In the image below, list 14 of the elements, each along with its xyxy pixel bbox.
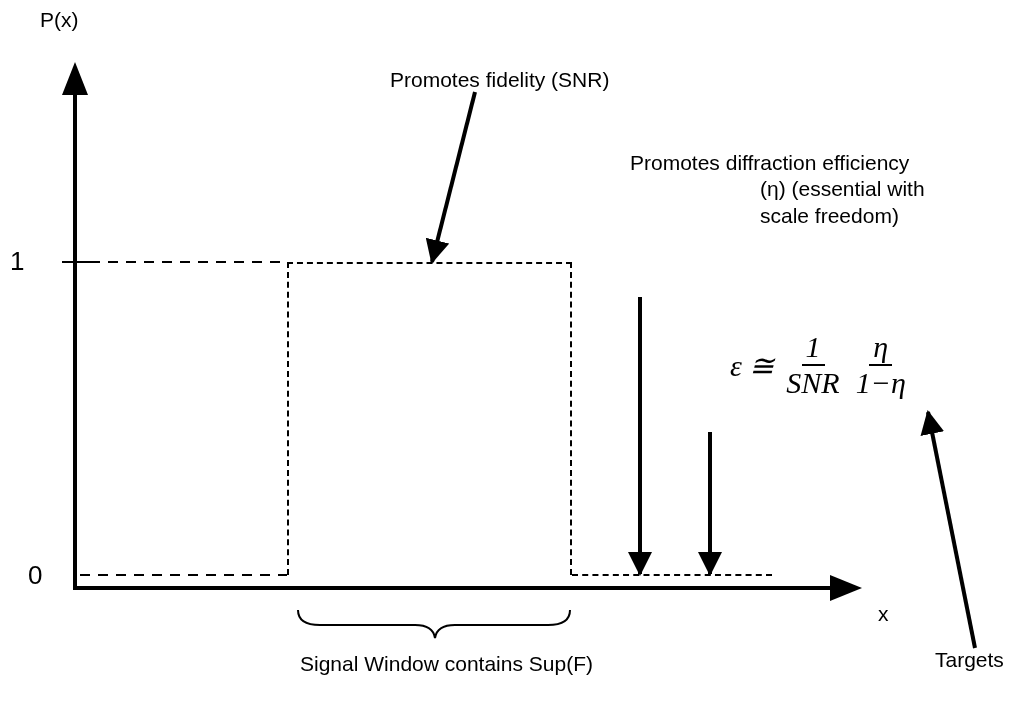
dashed-line — [572, 574, 772, 576]
axis-label: x — [878, 602, 889, 626]
signal-window — [287, 262, 572, 575]
axis-label: P(x) — [40, 8, 79, 32]
annotation-text: Promotes diffraction efficiency (η) (essential with scale freedom) — [630, 150, 930, 229]
tick-label: 1 — [10, 246, 25, 277]
tick-label: 0 — [28, 560, 43, 591]
annotation-text: Targets — [935, 648, 1004, 672]
annotation-text: Promotes fidelity (SNR) — [390, 68, 610, 92]
arrow — [698, 432, 722, 576]
arrow — [425, 91, 477, 264]
arrow — [628, 297, 652, 576]
arrow — [920, 410, 977, 649]
caption-text: Signal Window contains Sup(F) — [300, 652, 593, 676]
